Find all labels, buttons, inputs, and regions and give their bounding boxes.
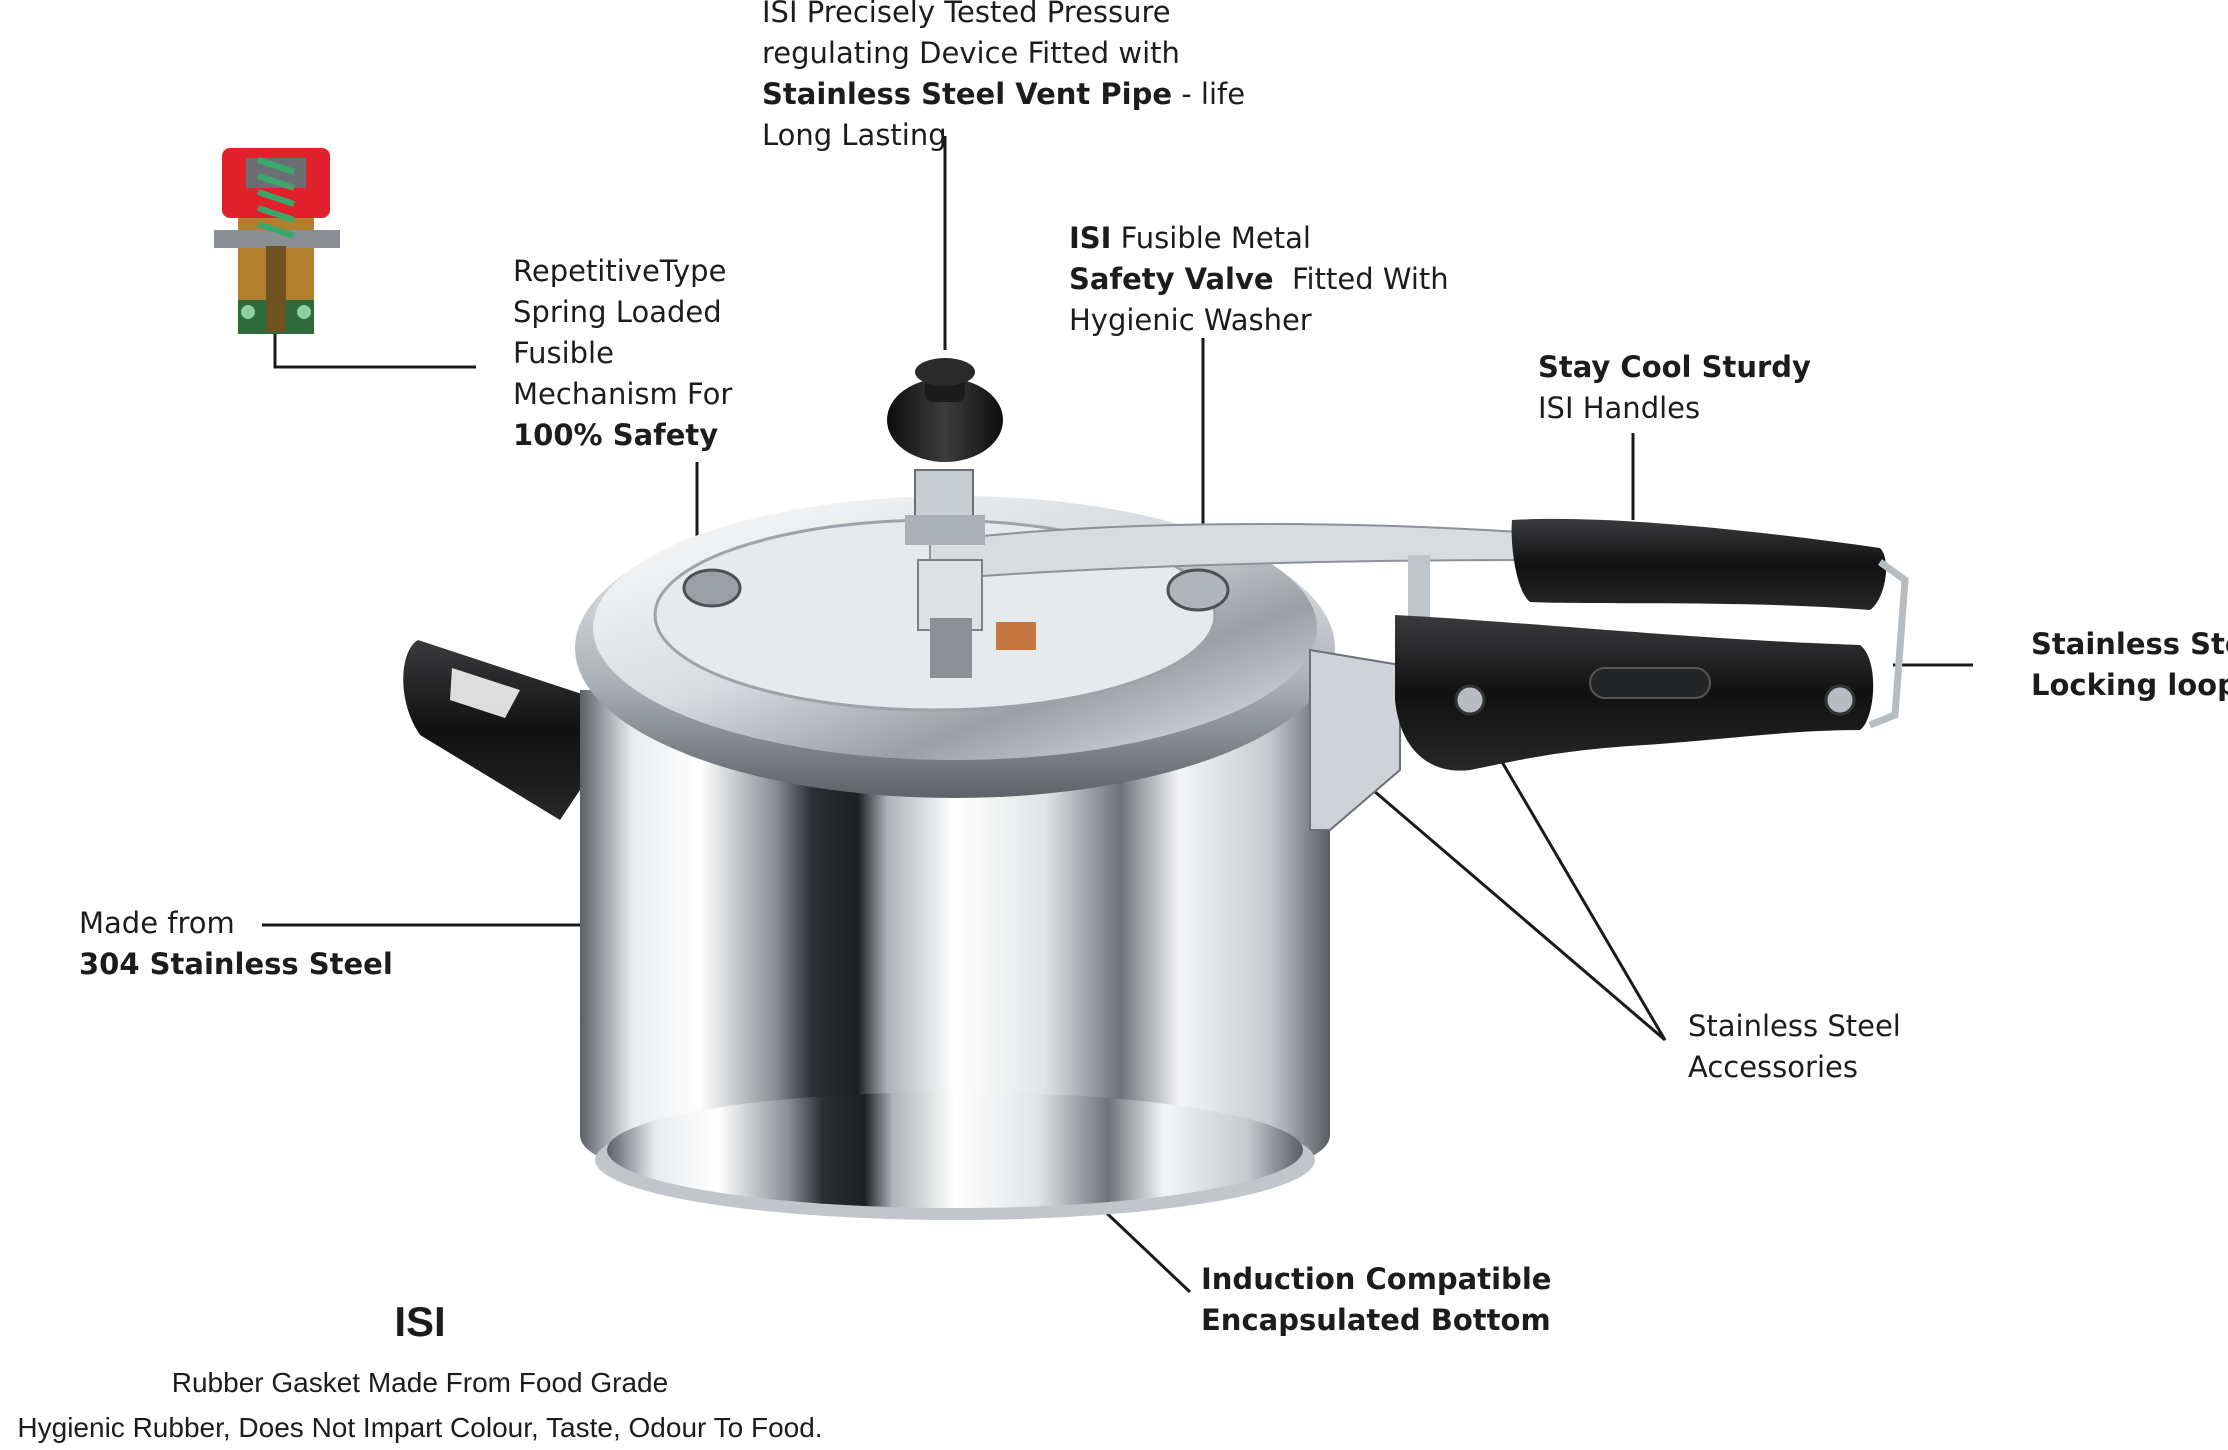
label-accessories: Stainless Steel Accessories	[1688, 1006, 1901, 1088]
label-line: Locking loop	[2031, 665, 2228, 706]
label-bold: Stainless Steel	[2031, 627, 2228, 661]
label-bold: Stainless Steel Vent Pipe	[762, 77, 1173, 111]
leader-lines	[262, 136, 1973, 1294]
valve-cutaway-icon	[214, 148, 340, 334]
leader-accessories-b	[1493, 749, 1667, 1041]
label-line: ISI Precisely Tested Pressure	[762, 0, 1171, 29]
label-handles: Stay Cool Sturdy ISI Handles	[1538, 347, 1811, 429]
label-line: Rubber Gasket Made From Food Grade	[171, 1367, 669, 1398]
label-line: Stainless Steel	[2031, 624, 2228, 665]
gasket-description: Rubber Gasket Made From Food Grade Hygie…	[0, 1360, 840, 1450]
label-line: Stainless Steel	[1688, 1009, 1901, 1043]
label-line: Induction Compatible	[1201, 1259, 1551, 1300]
label-bold: 304 Stainless Steel	[79, 947, 393, 981]
label-line: Safety Valve Fitted With	[1069, 259, 1449, 300]
label-line: regulating Device Fitted with	[762, 36, 1180, 70]
label-bottom: Induction Compatible Encapsulated Bottom	[1201, 1259, 1551, 1341]
label-pressure-device: ISI Precisely Tested Pressure regulating…	[762, 0, 1245, 156]
leader-valve-cutaway	[273, 334, 476, 369]
label-line: Encapsulated Bottom	[1201, 1300, 1551, 1341]
label-line: Hygienic Rubber, Does Not Impart Colour,…	[17, 1412, 823, 1443]
label-line: Stainless Steel Vent Pipe - life	[762, 74, 1245, 115]
label-line: 304 Stainless Steel	[79, 944, 393, 985]
pressure-cooker-icon	[403, 358, 1909, 1220]
label-material: Made from 304 Stainless Steel	[79, 903, 393, 985]
label-text: Fitted With	[1273, 262, 1449, 296]
label-line: Fusible	[513, 336, 614, 370]
label-bold: Stay Cool Sturdy	[1538, 350, 1811, 384]
label-line: Long Lasting	[762, 118, 947, 152]
label-bold: Encapsulated Bottom	[1201, 1303, 1551, 1337]
label-bold: 100% Safety	[513, 418, 719, 452]
label-bold: Safety Valve	[1069, 262, 1274, 296]
label-line: ISI Fusible Metal	[1069, 218, 1449, 259]
label-spring-mechanism: RepetitiveType Spring Loaded Fusible Mec…	[513, 251, 732, 456]
label-line: Spring Loaded	[513, 295, 722, 329]
label-safety-valve: ISI Fusible Metal Safety Valve Fitted Wi…	[1069, 218, 1449, 341]
label-line: Made from	[79, 906, 235, 940]
label-locking-loop: Stainless Steel Locking loop	[2031, 624, 2228, 706]
label-line: RepetitiveType	[513, 254, 727, 288]
label-bold: Locking loop	[2031, 668, 2228, 702]
label-line: 100% Safety	[513, 415, 732, 456]
label-line: Stay Cool Sturdy	[1538, 347, 1811, 388]
leader-accessories-a	[1366, 783, 1666, 1042]
label-bold: Induction Compatible	[1201, 1262, 1552, 1296]
label-line: Hygienic Washer	[1069, 303, 1312, 337]
leader-bottom	[1093, 1200, 1192, 1294]
label-bold: ISI	[1069, 221, 1112, 255]
label-line: Mechanism For	[513, 377, 733, 411]
label-text: Fusible Metal	[1111, 221, 1311, 255]
label-line: ISI Handles	[1538, 391, 1701, 425]
label-line: Accessories	[1688, 1050, 1858, 1084]
gasket-title: ISI	[394, 1298, 446, 1345]
label-text: - life	[1172, 77, 1246, 111]
